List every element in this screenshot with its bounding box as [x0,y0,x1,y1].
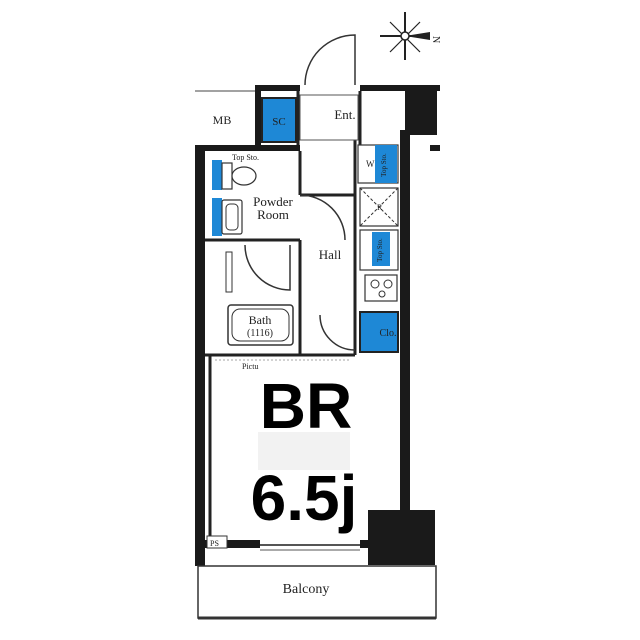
washer-label: W [366,159,375,169]
room-size-label: 6.5j [251,462,358,534]
bathtub [227,304,294,346]
room-type-label: BR [260,370,352,442]
hall-door [319,314,356,351]
closet-label: Clo. [380,328,397,339]
ent-label: Ent. [334,107,355,122]
refrigerator-label: R [377,203,383,212]
entrance-door [304,34,356,86]
laundry-rack [225,251,233,293]
bath-size-label: (1116) [247,328,273,339]
doors [244,34,356,351]
interior-walls [205,91,362,540]
stove-icon [364,274,398,302]
powder-room-label-2: Room [257,207,289,222]
hall-label: Hall [319,247,342,262]
compass-icon: N [380,12,441,60]
room-label-backdrop [258,432,350,470]
sink-storage [212,198,222,236]
balcony-label: Balcony [283,582,330,597]
refrigerator-space [359,187,399,227]
ps-label: PS [210,539,219,548]
bath-label: Bath [249,313,272,327]
sc-label: SC [272,116,285,128]
sink-icon [221,199,243,235]
pipe-space [206,535,228,549]
top-storage-box-3 [372,232,390,266]
shoe-cabinet [261,97,297,143]
powder-room-door [299,194,346,241]
top-storage-label-2: Top Sto. [380,153,388,177]
closet [359,311,399,353]
toilet-storage [212,160,222,190]
compass-north-label: N [430,36,441,43]
powder-room-label: Powder [253,194,293,209]
top-storage-box-2 [375,145,397,183]
mb-label: MB [213,113,232,127]
toilet-icon [221,162,257,190]
bath-door [244,244,291,291]
picture-rail-label: Pictu [242,362,258,371]
top-storage-label-3: Top Sto. [376,238,384,262]
exterior-walls [195,85,440,566]
top-storage-label-1: Top Sto. [232,153,259,162]
